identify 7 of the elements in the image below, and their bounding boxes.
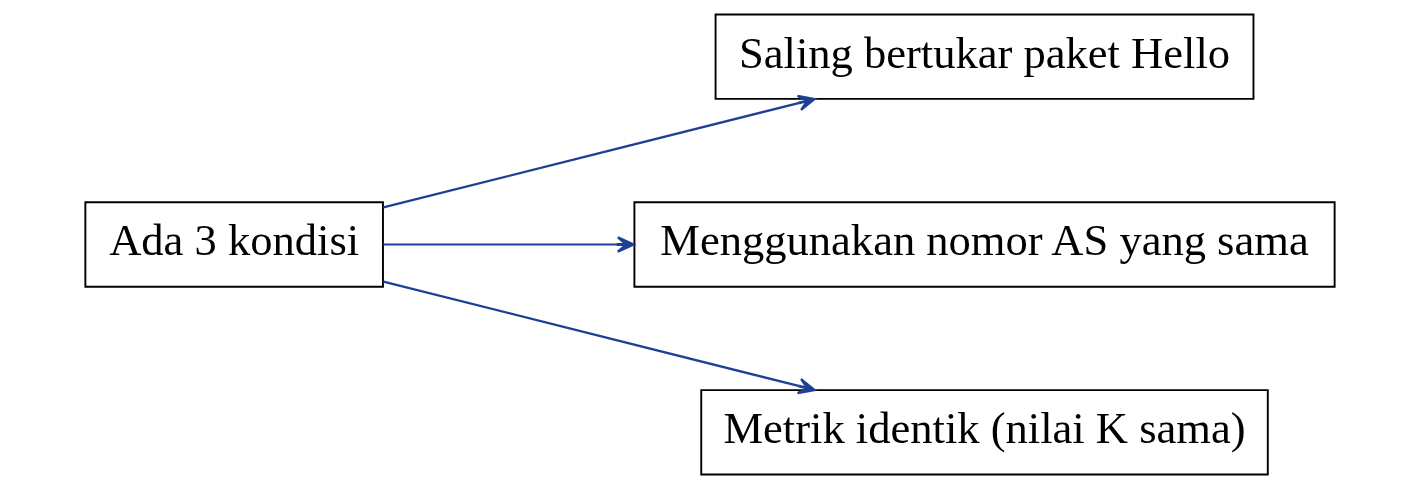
arrow [383, 236, 635, 253]
node-box: Menggunakan nomor AS yang sama [633, 201, 1336, 288]
node-box: Metrik identik (nilai K sama) [700, 389, 1269, 476]
node-box: Saling bertukar paket Hello [714, 13, 1255, 100]
arrow [383, 280, 816, 395]
node-box: Ada 3 kondisi [84, 201, 384, 288]
arrow [383, 94, 816, 209]
